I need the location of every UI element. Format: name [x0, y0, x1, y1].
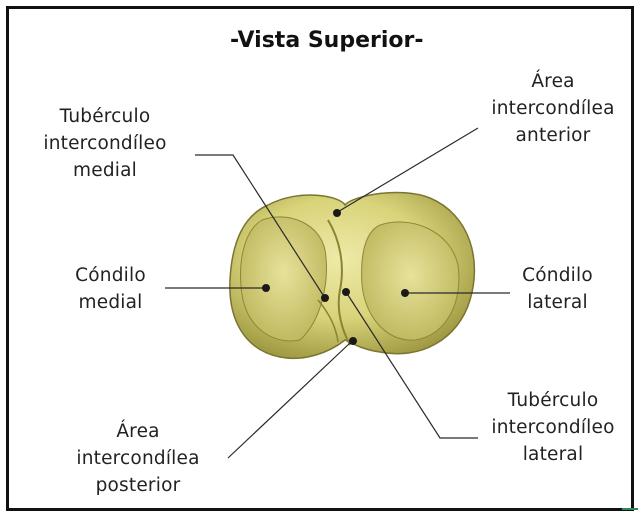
- label-area-posterior: Área intercondílea posterior: [58, 418, 218, 499]
- point-condilo-medial: [262, 284, 270, 292]
- label-tuberculo-lateral: Tubérculo intercondíleo lateral: [478, 387, 628, 468]
- point-area-posterior: [349, 337, 357, 345]
- label-tuberculo-medial: Tubérculo intercondíleo medial: [30, 103, 180, 184]
- label-condilo-lateral: Cóndilo lateral: [500, 262, 615, 316]
- point-tub-medial: [321, 294, 329, 302]
- label-condilo-medial: Cóndilo medial: [48, 262, 173, 316]
- medial-condyle-facet: [241, 217, 327, 341]
- point-area-anterior: [333, 209, 341, 217]
- lateral-condyle-facet: [362, 222, 459, 340]
- point-tub-lateral: [342, 288, 350, 296]
- label-area-anterior: Área intercondílea anterior: [478, 68, 628, 149]
- leader-area-posterior: [228, 343, 350, 458]
- point-condilo-lateral: [401, 289, 409, 297]
- corner-mark: [622, 500, 638, 510]
